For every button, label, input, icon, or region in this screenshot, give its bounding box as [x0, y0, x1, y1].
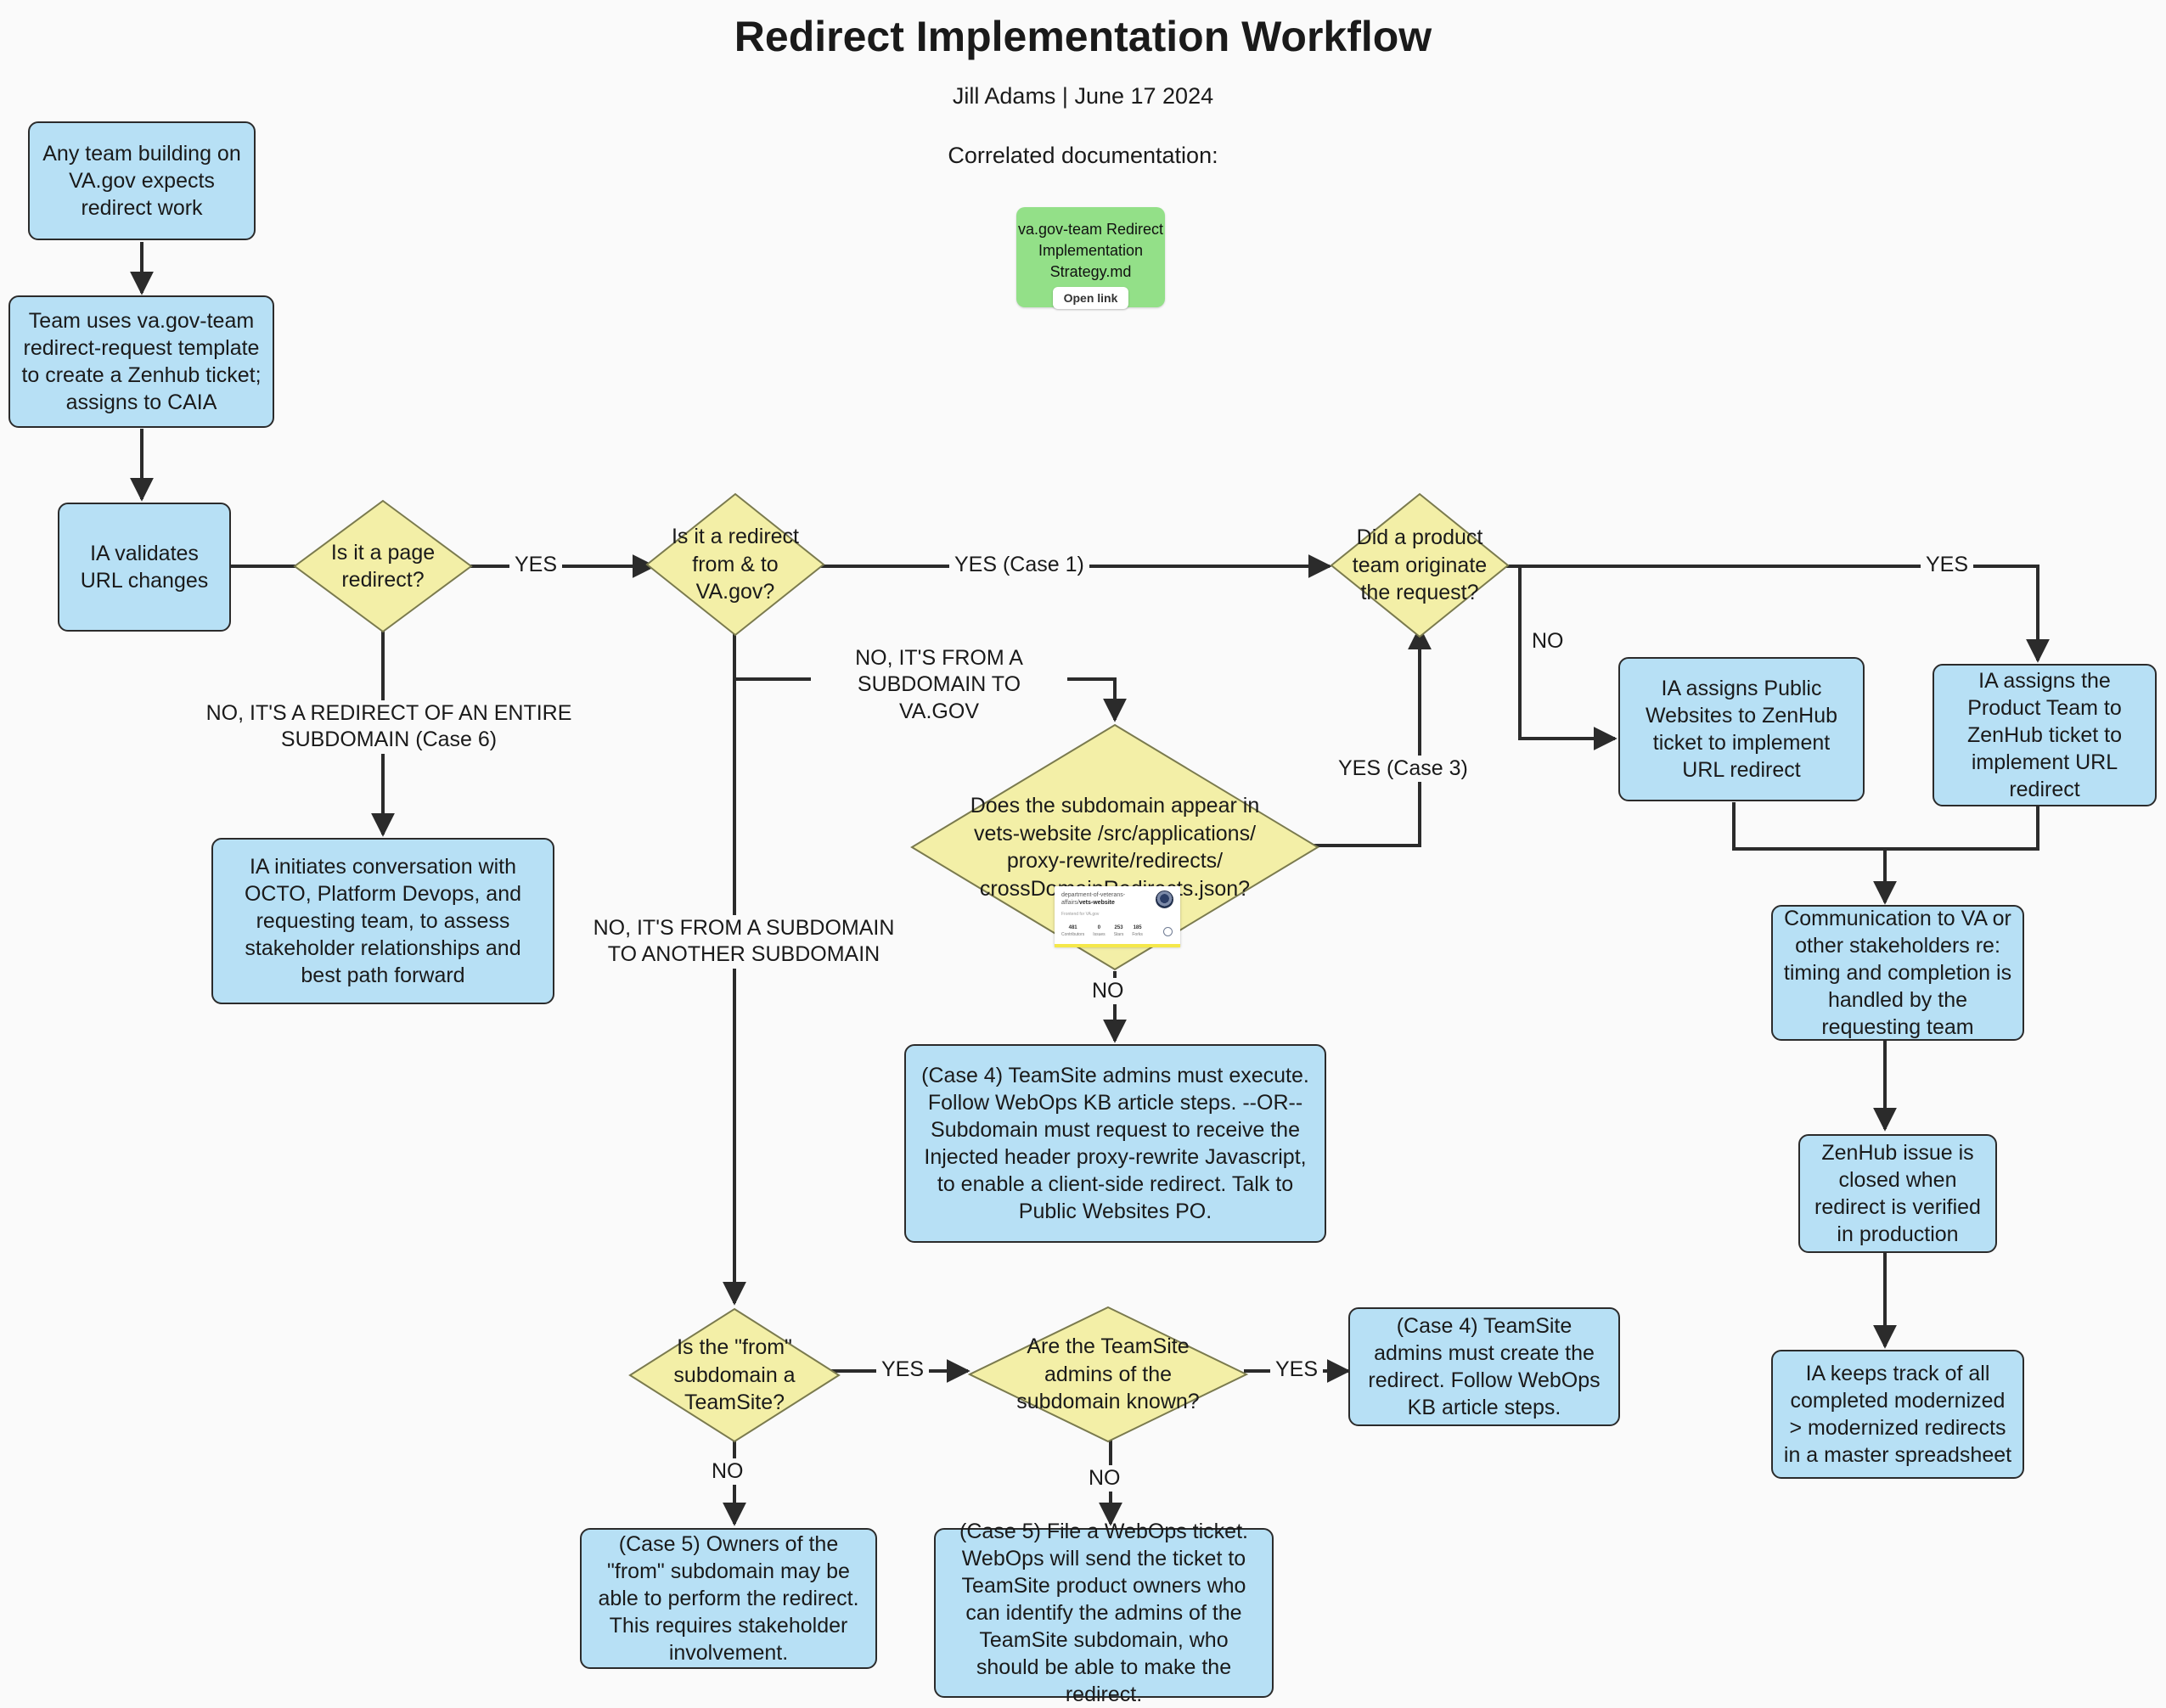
- edge-label-no-json: NO: [1087, 978, 1129, 1005]
- node-ia-initiates-conversation[interactable]: IA initiates conversation with OCTO, Pla…: [211, 838, 554, 1004]
- node-ia-validates-label: IA validates URL changes: [80, 542, 209, 593]
- page-subtitle: Jill Adams | June 17 2024: [952, 83, 1214, 109]
- decision-from-subdomain-is-teamsite-label: Is the "from" subdomain a TeamSite?: [673, 1335, 796, 1415]
- decision-from-and-to-vagov[interactable]: Is it a redirect from & to VA.gov?: [645, 492, 825, 637]
- node-ia-keeps-track[interactable]: IA keeps track of all completed moderniz…: [1771, 1350, 2024, 1479]
- node-case4-teamsite-execute-label: (Case 4) TeamSite admins must execute. F…: [921, 1064, 1309, 1223]
- decision-teamsite-admins-known[interactable]: Are the TeamSite admins of the subdomain…: [968, 1306, 1248, 1443]
- github-repo-name: department-of-veterans-affairs/vets-webs…: [1061, 892, 1126, 906]
- node-case5-webops-ticket-label: (Case 5) File a WebOps ticket. WebOps wi…: [959, 1520, 1248, 1706]
- node-template[interactable]: Team uses va.gov-team redirect-request t…: [8, 295, 274, 428]
- node-case4-teamsite-create-label: (Case 4) TeamSite admins must create the…: [1368, 1314, 1601, 1419]
- node-ia-assigns-product-team-label: IA assigns the Product Team to ZenHub ti…: [1966, 669, 2123, 801]
- node-case4-teamsite-create[interactable]: (Case 4) TeamSite admins must create the…: [1348, 1307, 1620, 1426]
- node-ia-keeps-track-label: IA keeps track of all completed moderniz…: [1783, 1362, 2012, 1467]
- edge-label-yes-admins-known: YES: [1270, 1357, 1324, 1384]
- node-ia-assigns-product-team[interactable]: IA assigns the Product Team to ZenHub ti…: [1933, 664, 2157, 806]
- documentation-card-title: va.gov-team Redirect Implementation Stra…: [1017, 221, 1164, 280]
- node-ia-assigns-public-websites-label: IA assigns Public Websites to ZenHub tic…: [1645, 677, 1838, 782]
- github-repo-thumbnail[interactable]: department-of-veterans-affairs/vets-webs…: [1055, 886, 1180, 947]
- node-ia-assigns-public-websites[interactable]: IA assigns Public Websites to ZenHub tic…: [1618, 657, 1865, 801]
- diamond-shape: [1330, 492, 1510, 638]
- node-case4-teamsite-execute[interactable]: (Case 4) TeamSite admins must execute. F…: [904, 1044, 1326, 1243]
- github-repo-description: Frontend for VA.gov: [1061, 912, 1100, 917]
- diamond-shape: [968, 1306, 1248, 1443]
- node-start[interactable]: Any team building on VA.gov expects redi…: [28, 121, 256, 240]
- edge-label-no-product-team: NO: [1527, 628, 1569, 655]
- diamond-shape: [645, 492, 825, 637]
- github-icon: [1163, 927, 1173, 936]
- correlated-documentation-label: Correlated documentation:: [948, 143, 1218, 168]
- page-title: Redirect Implementation Workflow: [734, 13, 1432, 60]
- edge-label-yes-case3: YES (Case 3): [1333, 756, 1473, 783]
- decision-from-subdomain-is-teamsite[interactable]: Is the "from" subdomain a TeamSite?: [628, 1307, 841, 1443]
- va-seal-icon: [1156, 891, 1173, 908]
- decision-is-page-redirect-label: Is it a page redirect?: [330, 540, 436, 593]
- edge-label-no-subdomain-to-subdomain: NO, IT'S FROM A SUBDOMAIN TO ANOTHER SUB…: [577, 915, 910, 969]
- decision-product-team-originated-label: Did a product team originate the request…: [1352, 525, 1488, 605]
- decision-is-page-redirect[interactable]: Is it a page redirect?: [293, 499, 473, 633]
- diamond-shape: [628, 1307, 841, 1443]
- open-link-button[interactable]: Open link: [1052, 287, 1129, 310]
- edge-label-no-subdomain-to-vagov: NO, IT'S FROM A SUBDOMAIN TO VA.GOV: [811, 645, 1067, 725]
- decision-teamsite-admins-known-label: Are the TeamSite admins of the subdomain…: [1016, 1334, 1200, 1414]
- node-case5-owners-label: (Case 5) Owners of the "from" subdomain …: [598, 1532, 859, 1665]
- edge-label-no-entire-subdomain: NO, IT'S A REDIRECT OF AN ENTIRE SUBDOMA…: [197, 700, 581, 754]
- edge-label-yes-product-team: YES: [1921, 552, 1974, 579]
- edge-label-no-teamsite: NO: [706, 1458, 749, 1486]
- diamond-shape: [293, 499, 473, 633]
- edge-label-yes-teamsite: YES: [876, 1357, 930, 1384]
- node-template-label: Team uses va.gov-team redirect-request t…: [21, 309, 262, 414]
- node-case5-webops-ticket[interactable]: (Case 5) File a WebOps ticket. WebOps wi…: [934, 1520, 1274, 1706]
- edge-label-yes-case1: YES (Case 1): [949, 552, 1089, 579]
- node-zenhub-issue-closed-label: ZenHub issue is closed when redirect is …: [1814, 1141, 1981, 1246]
- node-communication-to-va-label: Communication to VA or other stakeholder…: [1783, 907, 2012, 1039]
- decision-subdomain-in-crossdomainredirects[interactable]: Does the subdomain appear in vets-websit…: [910, 723, 1319, 971]
- edge-label-no-admins-known: NO: [1083, 1465, 1126, 1492]
- node-zenhub-issue-closed[interactable]: ZenHub issue is closed when redirect is …: [1798, 1134, 1997, 1253]
- node-ia-validates[interactable]: IA validates URL changes: [58, 503, 231, 632]
- decision-subdomain-in-crossdomainredirects-label: Does the subdomain appear in vets-websit…: [970, 794, 1260, 901]
- decision-product-team-originated[interactable]: Did a product team originate the request…: [1330, 492, 1510, 638]
- node-ia-initiates-conversation-label: IA initiates conversation with OCTO, Pla…: [244, 855, 522, 987]
- thumbnail-accent: [1176, 944, 1180, 947]
- diamond-shape: [910, 723, 1319, 971]
- documentation-card[interactable]: va.gov-team Redirect Implementation Stra…: [1016, 207, 1165, 310]
- node-communication-to-va[interactable]: Communication to VA or other stakeholder…: [1771, 905, 2024, 1041]
- edge-label-yes-page-redirect: YES: [509, 552, 563, 579]
- node-case5-owners[interactable]: (Case 5) Owners of the "from" subdomain …: [580, 1528, 877, 1669]
- node-start-label: Any team building on VA.gov expects redi…: [42, 142, 241, 220]
- decision-from-and-to-vagov-label: Is it a redirect from & to VA.gov?: [671, 525, 800, 604]
